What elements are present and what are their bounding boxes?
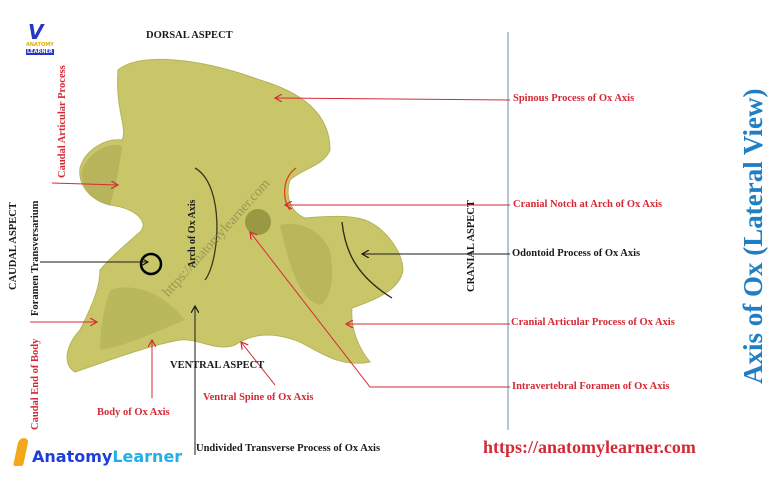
- label-cranial-articular-process: Cranial Articular Process of Ox Axis: [511, 317, 675, 328]
- dorsal-aspect-label: DORSAL ASPECT: [146, 30, 233, 41]
- label-cranial-notch: Cranial Notch at Arch of Ox Axis: [513, 199, 663, 210]
- small-logo-line1: ANATOMY: [26, 42, 54, 48]
- ventral-aspect-label: VENTRAL ASPECT: [170, 360, 265, 371]
- label-intravertebral-foramen: Intravertebral Foramen of Ox Axis: [512, 381, 670, 392]
- cranial-aspect-label: CRANIAL ASPECT: [466, 200, 477, 292]
- label-odontoid-process: Odontoid Process of Ox Axis: [512, 248, 641, 259]
- small-logo-mark: V: [28, 20, 44, 44]
- label-caudal-articular-process: Caudal Articular Process: [57, 65, 68, 178]
- label-ventral-spine: Ventral Spine of Ox Axis: [203, 392, 314, 403]
- label-body: Body of Ox Axis: [97, 407, 170, 418]
- logo-text-learner: Learner: [112, 447, 183, 466]
- label-foramen-transversarium: Foramen Transversarium: [30, 200, 41, 316]
- logo-figure-icon: [13, 438, 29, 466]
- diagram-title: Axis of Ox (Lateral View): [738, 88, 768, 384]
- label-spinous-process: Spinous Process of Ox Axis: [513, 93, 635, 104]
- label-arch: Arch of Ox Axis: [187, 199, 198, 268]
- small-logo: V ANATOMY LEARNER: [26, 20, 54, 60]
- logo-text: AnatomyLearner: [32, 447, 182, 466]
- caudal-aspect-label: CAUDAL ASPECT: [8, 202, 19, 290]
- small-logo-line2: LEARNER: [26, 49, 54, 55]
- logo-text-anatomy: Anatomy: [32, 447, 113, 466]
- label-caudal-end-of-body: Caudal End of Body: [30, 338, 41, 430]
- label-undivided-transverse-process: Undivided Transverse Process of Ox Axis: [196, 443, 381, 454]
- website-url[interactable]: https://anatomylearner.com: [483, 437, 696, 457]
